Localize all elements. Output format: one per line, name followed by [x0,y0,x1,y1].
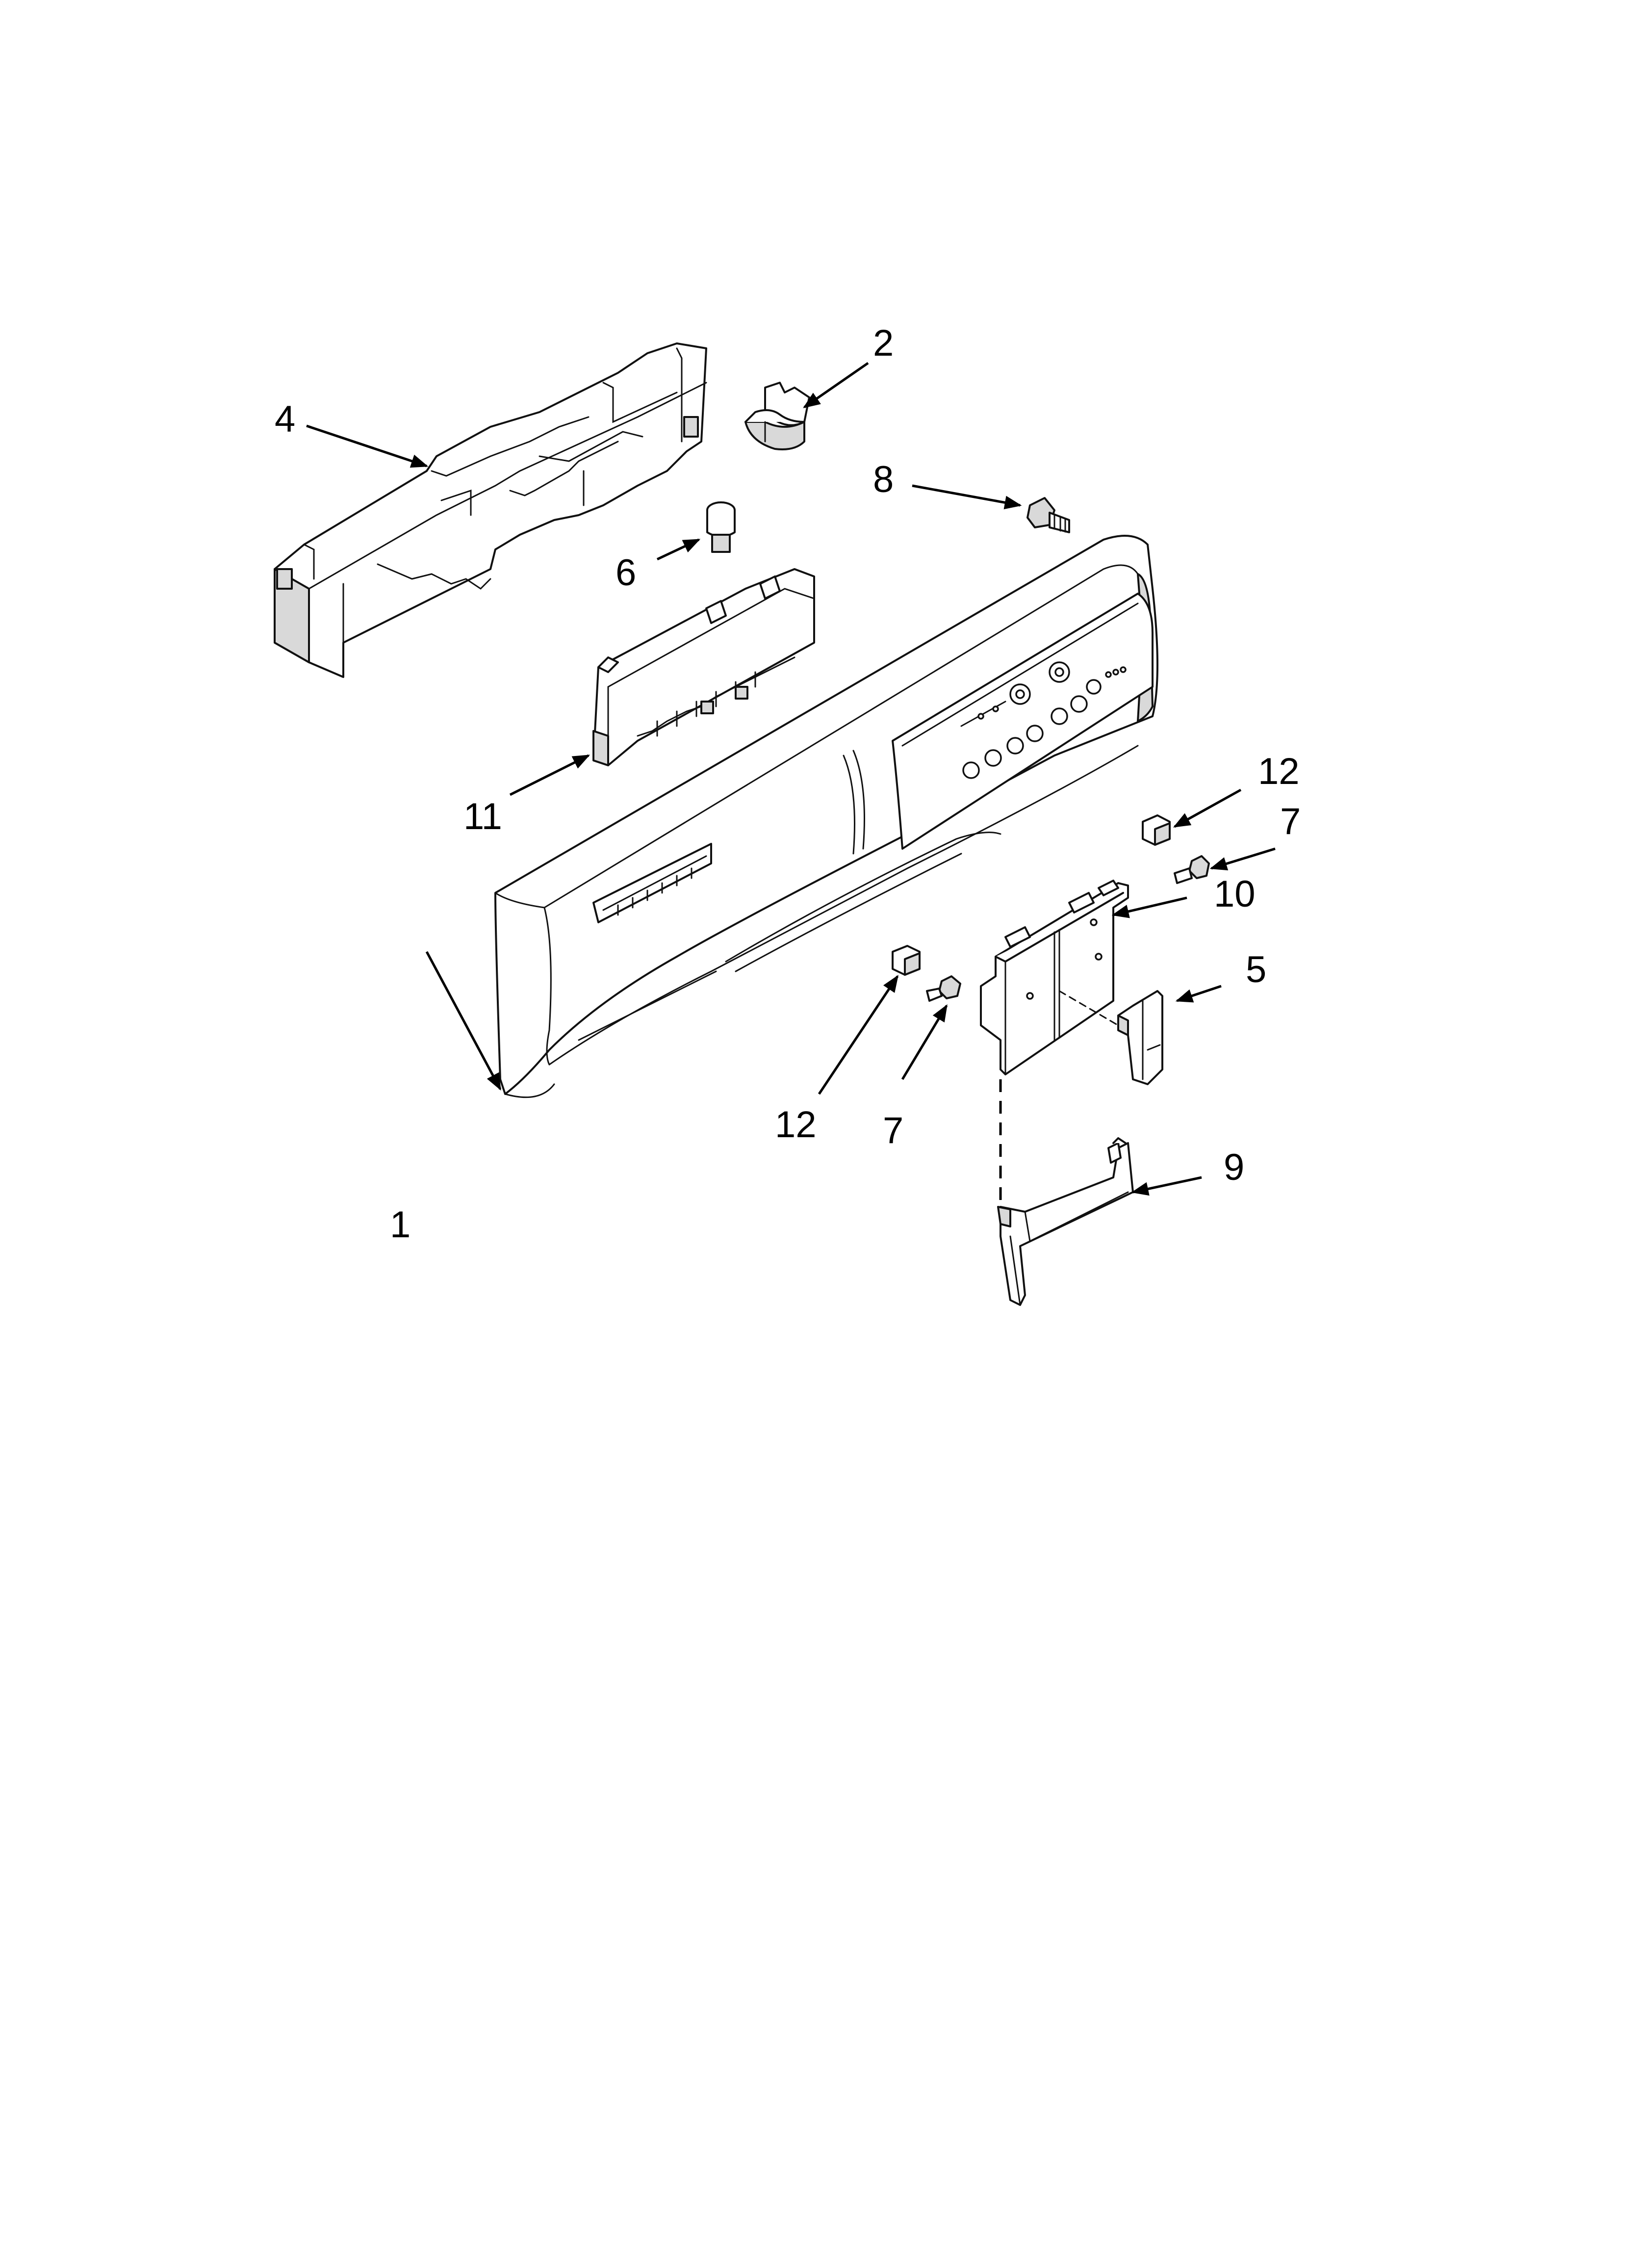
callout-12-left: 12 [775,1104,817,1146]
callout-12-right: 12 [1258,751,1300,792]
callout-2: 2 [873,322,894,364]
part-4-panel-bracket [274,342,707,678]
part-1-console-panel [494,535,1158,1098]
callout-11: 11 [463,796,502,837]
part-12-block-left [892,945,921,976]
callout-4: 4 [275,398,295,440]
callout-6: 6 [616,552,636,594]
part-8-screw [1026,497,1070,533]
callout-8: 8 [873,459,894,500]
leader-lines [306,362,1276,1196]
callout-labels: 1 2 4 5 6 7 7 8 9 10 11 12 12 [275,322,1301,1246]
part-6-push-button [706,501,736,553]
callout-7-right: 7 [1280,801,1301,842]
part-7-screw-right [1174,855,1210,884]
callout-1: 1 [390,1204,410,1246]
part-2-clip [744,382,810,450]
callout-5: 5 [1246,949,1266,991]
callout-7-left: 7 [883,1110,903,1151]
callout-10: 10 [1214,873,1256,915]
part-10-mounting-bracket [980,880,1129,1075]
part-12-block-right [1142,814,1171,846]
part-9-lower-bracket [997,1137,1134,1306]
part-5-hook-bracket [1117,990,1163,1085]
callout-9: 9 [1224,1147,1244,1188]
part-7-screw-left [926,975,961,1002]
part-11-control-board [592,568,815,766]
